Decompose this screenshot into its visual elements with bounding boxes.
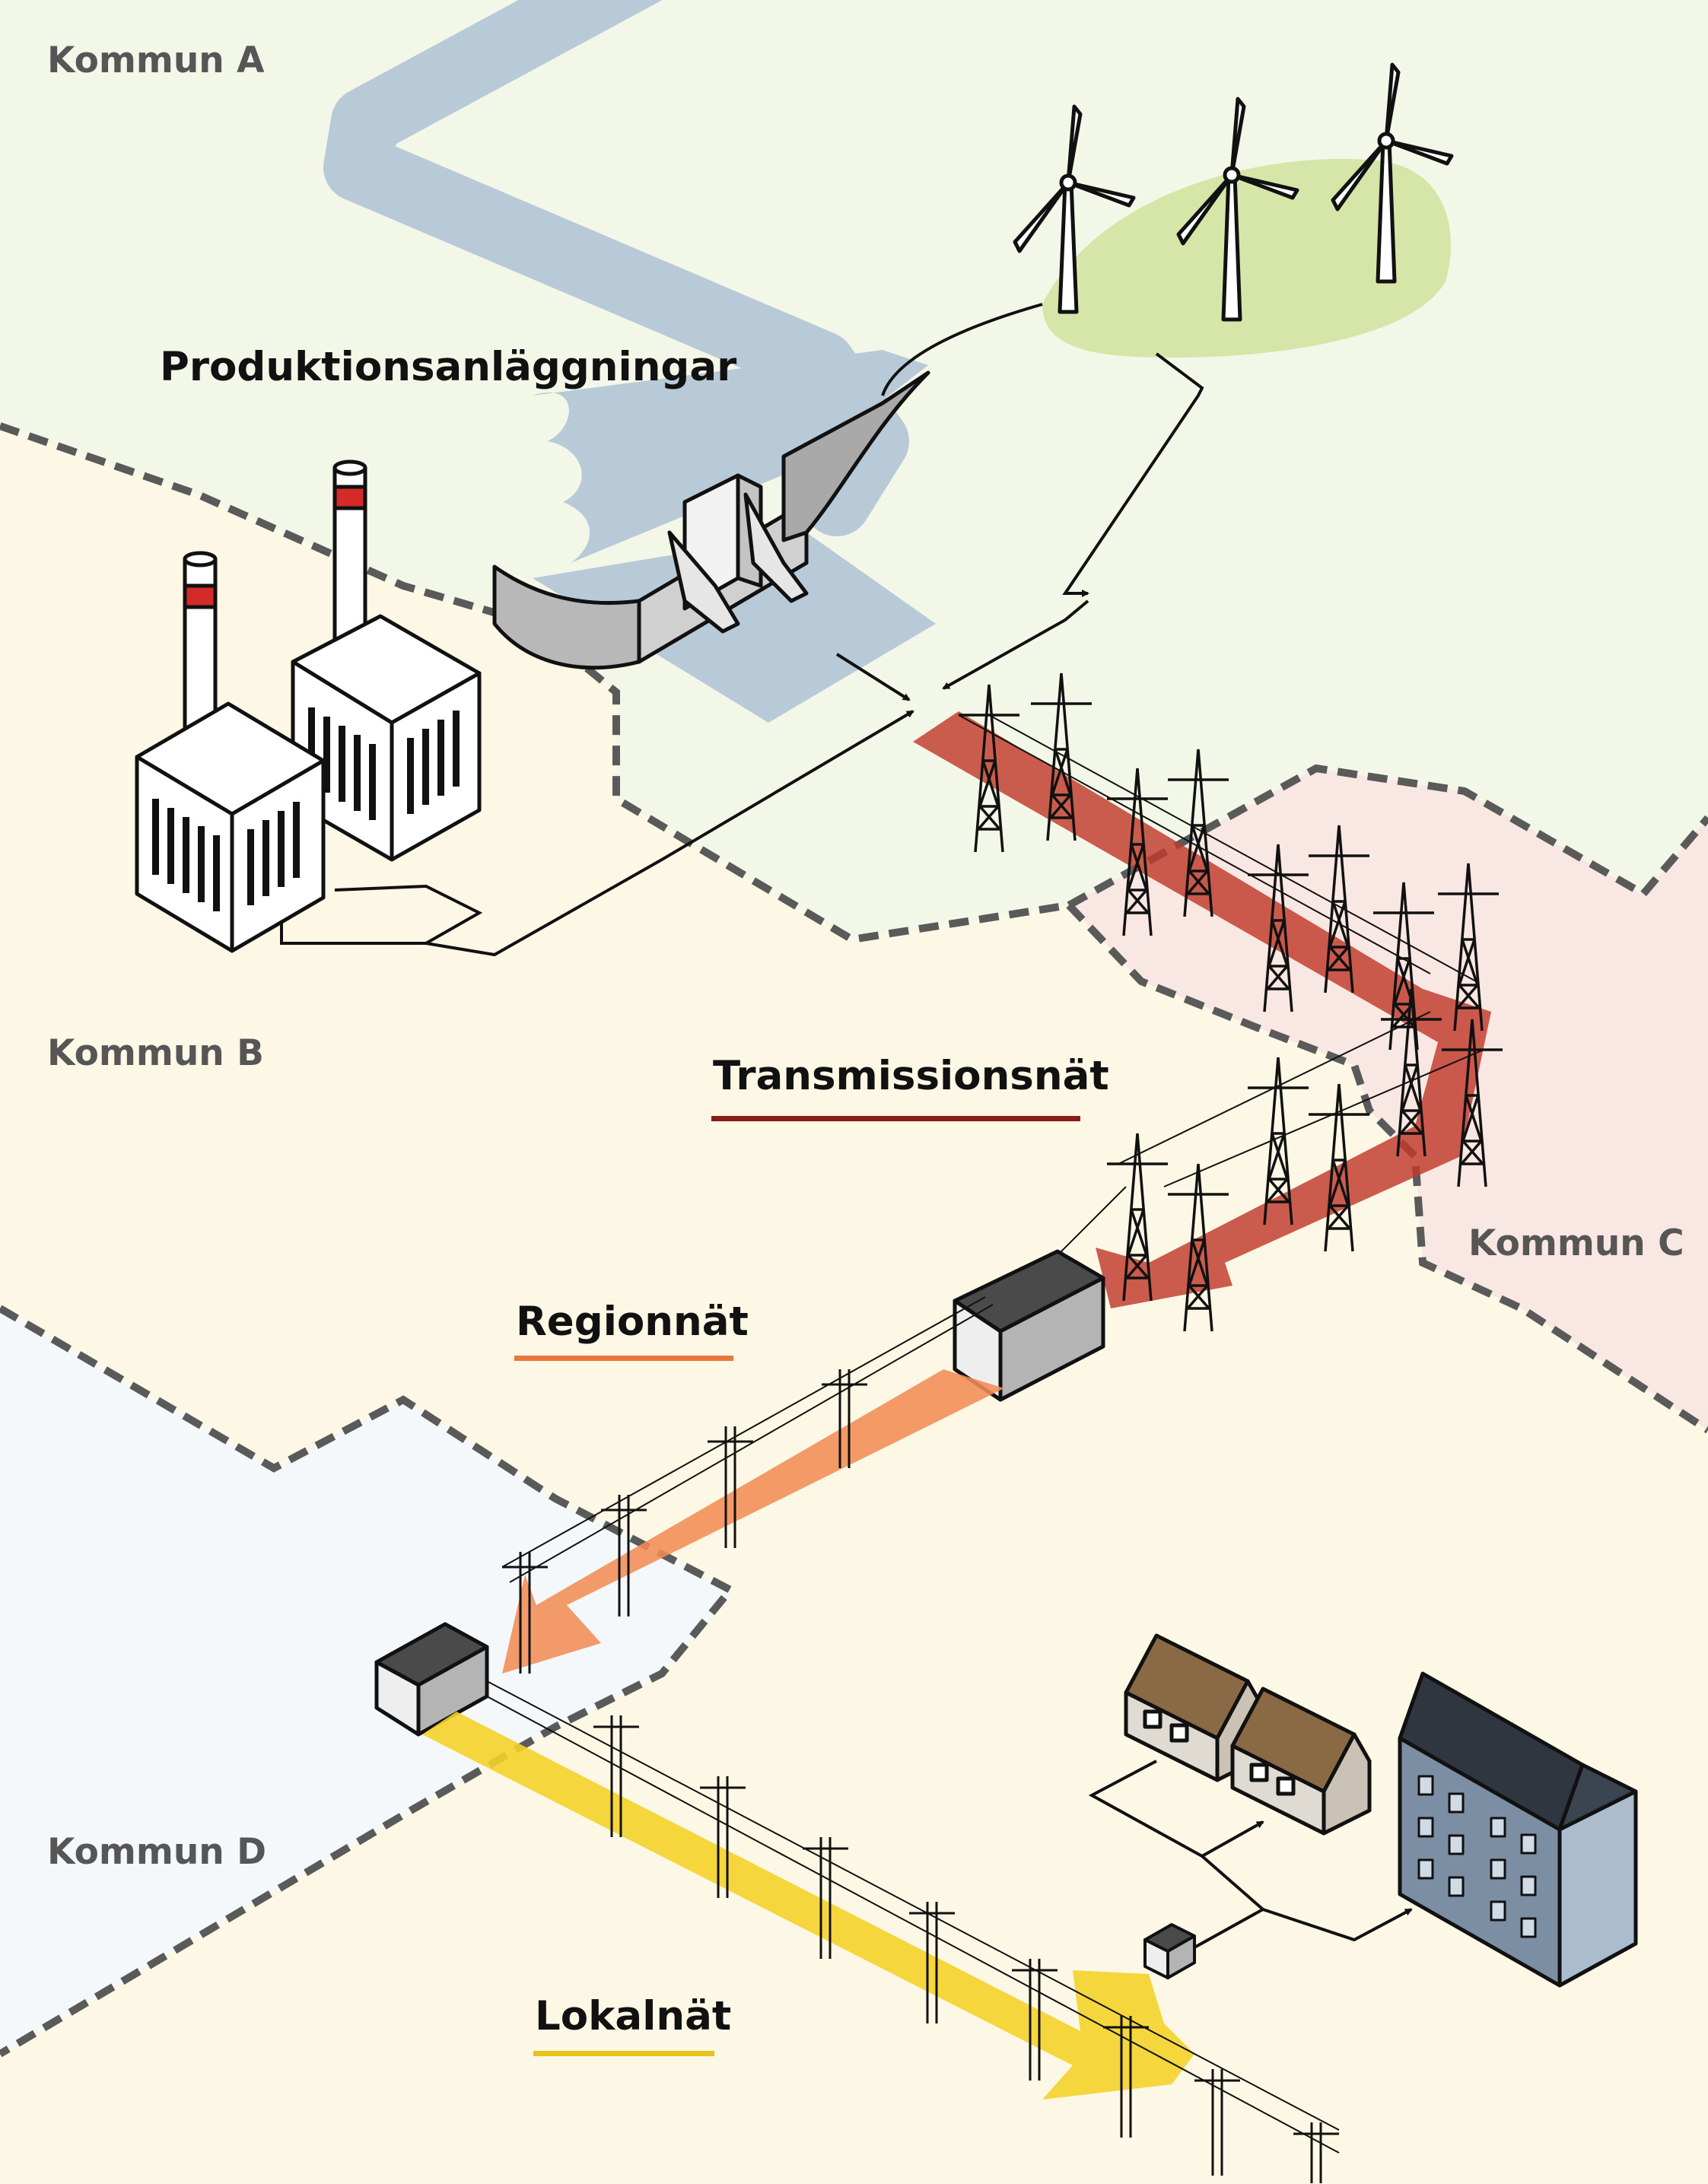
apartment-building-icon: [1398, 1671, 1638, 1988]
thermal-feeder: [280, 884, 483, 945]
transmission-tower-13-icon: [1107, 1133, 1168, 1302]
wind-turbine-1-icon: [1013, 104, 1136, 314]
regional-arrow: [502, 1369, 1004, 1674]
feeder-to-apartment: [1194, 1907, 1413, 1949]
distribution-box-icon: [1143, 1923, 1196, 1979]
feeder-to-house-2: [1201, 1820, 1264, 1858]
wind-feeder-arrow: [1062, 352, 1204, 597]
transmission-tower-3-icon: [1107, 768, 1168, 936]
local-pole-8-icon: [1293, 2122, 1339, 2183]
region-d: [0, 1308, 730, 2054]
local-pole-7-icon: [1194, 2069, 1240, 2176]
municipality-labels: Kommun A Kommun B Kommun C Kommun D: [47, 40, 1684, 1873]
regional-pole-2-icon: [708, 1426, 753, 1548]
reservoir: [533, 350, 928, 563]
transmission-flow: [913, 711, 1491, 1308]
power-plant-front-icon: [135, 551, 326, 953]
regional-poles: [501, 1296, 994, 1674]
underline-transmission: [711, 1116, 1080, 1121]
wind-feeder-line: [881, 303, 1043, 396]
hydro-dam-icon: [492, 370, 930, 670]
transmission-tower-5-icon: [1248, 844, 1309, 1013]
transmission-tower-10-icon: [1442, 1019, 1503, 1187]
wind-turbine-3-icon: [1331, 62, 1454, 284]
label-regional: Regionnät: [516, 1299, 749, 1345]
wind-farm: [1013, 62, 1454, 358]
category-labels: Produktionsanläggningar Transmissionsnät…: [160, 344, 1109, 2056]
border-a-c: [1067, 764, 1708, 909]
local-pole-4-icon: [909, 1902, 955, 2023]
thermal-plants: [135, 459, 482, 953]
label-kommun-d: Kommun D: [47, 1831, 266, 1873]
label-local: Lokalnät: [535, 1993, 731, 2039]
wind-hill: [1042, 158, 1451, 358]
feeder-to-houses: [1088, 1760, 1264, 1911]
region-c: [1069, 768, 1708, 1430]
transmission-tower-9-icon: [1381, 988, 1442, 1157]
border-b-c: [1066, 902, 1708, 1434]
regional-substation-icon: [953, 1249, 1105, 1402]
house-feeders: [1088, 1760, 1413, 1949]
production-feeders: [280, 303, 1204, 957]
transmission-tower-4-icon: [1168, 749, 1229, 917]
hydro-feeder: [835, 653, 911, 701]
regional-wires: [501, 1296, 994, 1583]
local-wires: [486, 1680, 1340, 2154]
river-channel: [323, 0, 909, 536]
underline-regional: [514, 1356, 733, 1361]
border-b-d: [0, 1305, 736, 2058]
thermal-to-grid: [425, 710, 914, 957]
transmission-tower-12-icon: [1309, 1083, 1369, 1252]
wind-to-grid: [942, 599, 1089, 690]
transmission-tower-14-icon: [1168, 1163, 1229, 1332]
label-kommun-b: Kommun B: [47, 1032, 264, 1074]
label-transmission: Transmissionsnät: [713, 1053, 1109, 1099]
power-plant-back-icon: [291, 459, 482, 862]
local-pole-1-icon: [593, 1715, 639, 1837]
label-kommun-a: Kommun A: [47, 40, 265, 81]
transmission-tower-8-icon: [1438, 863, 1499, 1032]
local-pole-2-icon: [700, 1776, 746, 1898]
transmission-arrow: [913, 711, 1491, 1308]
transmission-towers: [958, 672, 1503, 1332]
regional-pole-3-icon: [601, 1495, 647, 1617]
local-arrow: [422, 1712, 1194, 2100]
house-2-icon: [1230, 1686, 1372, 1836]
underline-local: [533, 2051, 714, 2056]
transmission-tower-11-icon: [1248, 1057, 1309, 1226]
regional-pole-4-icon: [502, 1552, 548, 1674]
local-poles: [486, 1680, 1340, 2183]
transmission-wires: [958, 714, 1484, 1264]
label-production: Produktionsanläggningar: [160, 344, 736, 390]
wind-turbine-2-icon: [1176, 97, 1299, 322]
label-kommun-c: Kommun C: [1468, 1222, 1684, 1264]
